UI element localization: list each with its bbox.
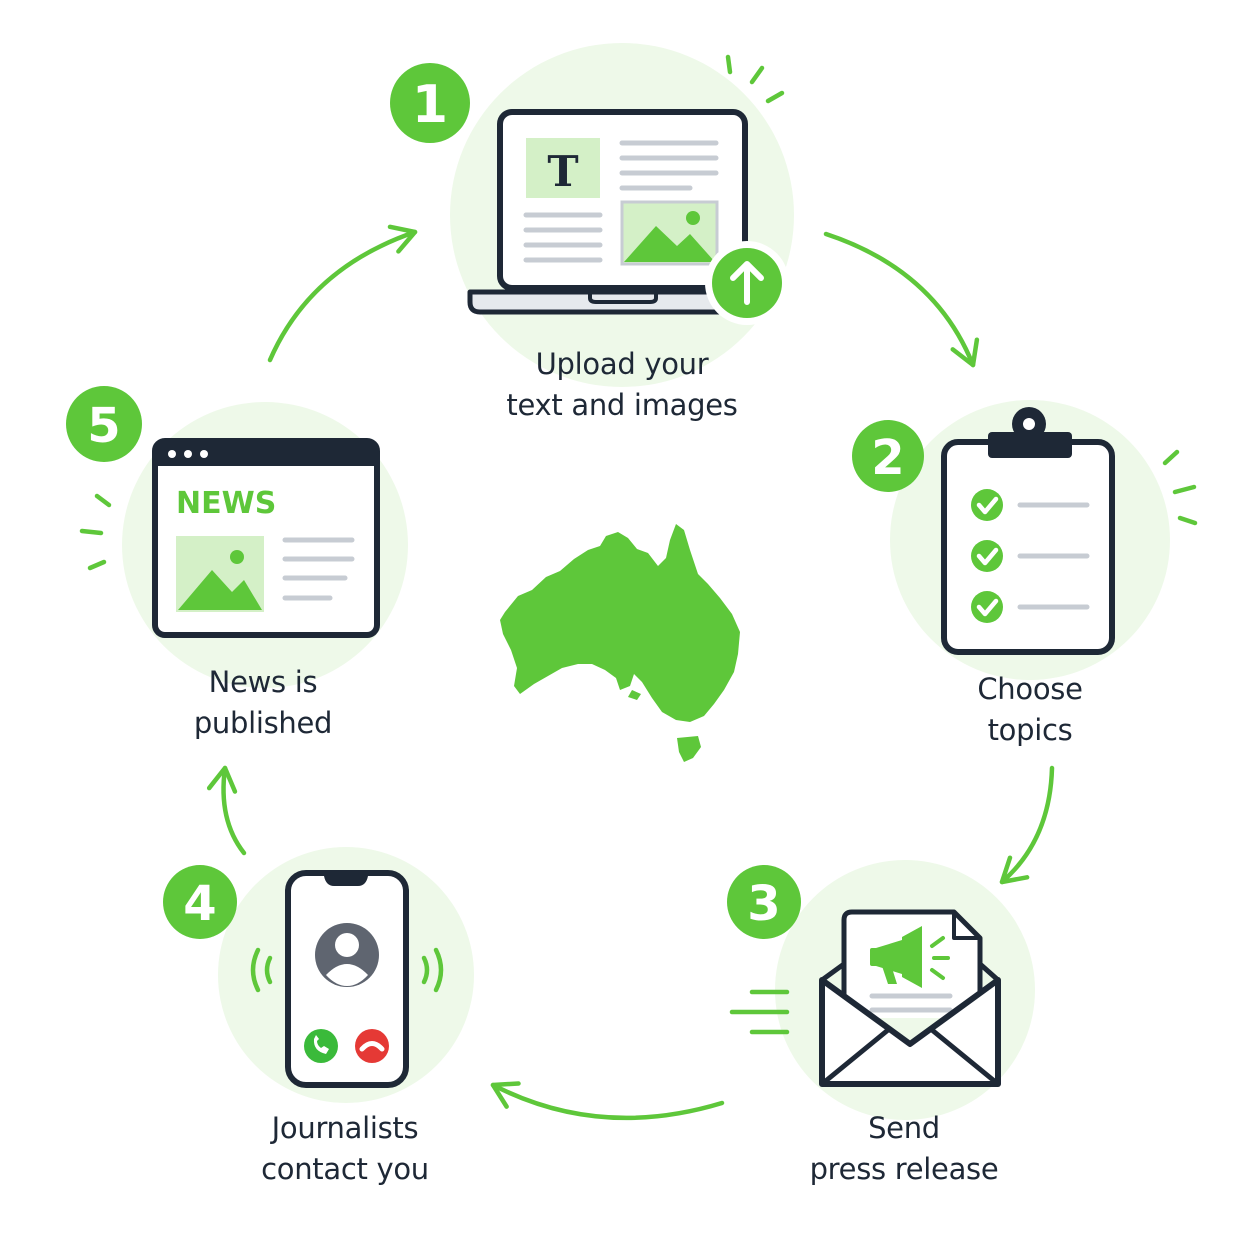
avatar-icon xyxy=(315,923,379,987)
step-2-label-line2: topics xyxy=(987,713,1073,747)
step-1: T 1 xyxy=(390,43,794,387)
step-5: NEWS 5 xyxy=(66,386,408,688)
step-2-number-badge: 2 xyxy=(852,420,924,492)
sparkle-lines xyxy=(1162,449,1198,526)
step-3-number: 3 xyxy=(747,876,780,932)
laptop-text-letter: T xyxy=(547,147,578,196)
step-5-number-badge: 5 xyxy=(66,386,142,462)
megaphone-icon xyxy=(870,926,950,988)
step-4-label: Journalists contact you xyxy=(210,1108,480,1190)
step-5-label-line1: News is xyxy=(208,665,318,699)
laptop-upload-icon: T xyxy=(467,54,789,325)
sparkle-lines xyxy=(79,493,112,571)
upload-icon xyxy=(705,241,789,325)
step-5-number: 5 xyxy=(87,398,120,454)
step-5-label-line2: published xyxy=(193,706,333,740)
step-1-label-line1: Upload your xyxy=(535,347,709,381)
step-3-number-badge: 3 xyxy=(727,865,801,939)
phone-call-icon xyxy=(250,870,444,1088)
arrow-step4-to-step5 xyxy=(206,765,247,856)
step-3-label-line2: press release xyxy=(809,1152,999,1186)
step-3-label: Send press release xyxy=(764,1108,1044,1190)
step-2: 2 xyxy=(852,400,1198,680)
accept-call-icon xyxy=(304,1029,338,1063)
step-3: 3 xyxy=(727,860,1035,1120)
step-1-number: 1 xyxy=(412,75,448,135)
sparkle-lines xyxy=(725,54,785,104)
step-2-label-line1: Choose xyxy=(977,672,1083,706)
step-4-label-line1: Journalists xyxy=(271,1111,419,1145)
checklist-items xyxy=(971,489,1090,623)
step-4: 4 xyxy=(163,847,474,1103)
motion-lines xyxy=(729,989,790,1035)
clipboard-checklist-icon xyxy=(941,407,1198,655)
step-4-number: 4 xyxy=(183,876,216,932)
step-4-label-line2: contact you xyxy=(261,1152,429,1186)
step-5-label: News is published xyxy=(143,662,383,744)
news-browser-icon: NEWS xyxy=(79,438,380,638)
decline-call-icon xyxy=(355,1029,389,1063)
step-1-number-badge: 1 xyxy=(390,63,470,143)
news-heading: NEWS xyxy=(176,486,276,521)
envelope-megaphone-icon xyxy=(729,909,1001,1087)
step-2-number: 2 xyxy=(871,430,904,486)
australia-map-icon xyxy=(500,524,740,762)
arrow-step1-to-step2 xyxy=(823,231,980,368)
step-1-label: Upload your text and images xyxy=(472,344,772,426)
ring-waves xyxy=(250,947,444,993)
arrow-step2-to-step3 xyxy=(999,765,1055,885)
arrow-step3-to-step4 xyxy=(490,1081,725,1121)
step-1-label-line2: text and images xyxy=(506,388,738,422)
step-4-number-badge: 4 xyxy=(163,865,237,939)
step-2-label: Choose topics xyxy=(900,669,1160,751)
arrow-step5-to-step1 xyxy=(267,224,418,363)
step-3-label-line1: Send xyxy=(868,1111,940,1145)
